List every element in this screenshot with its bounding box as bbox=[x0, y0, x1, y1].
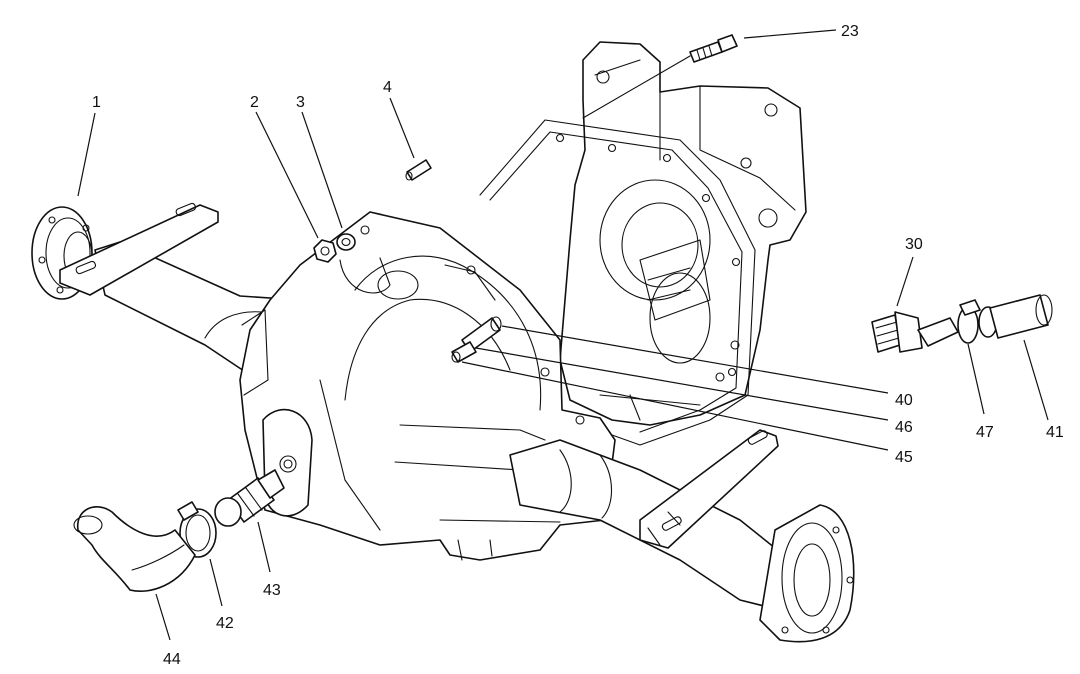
callout-4: 4 bbox=[383, 79, 392, 96]
elbow-hose-44 bbox=[73, 506, 196, 592]
callout-45: 45 bbox=[895, 449, 913, 466]
right-axle-tube bbox=[509, 429, 855, 643]
callout-46: 46 bbox=[895, 419, 913, 436]
callout-40: 40 bbox=[895, 392, 913, 409]
adapter-fitting-43 bbox=[214, 469, 285, 527]
callout-44: 44 bbox=[163, 651, 181, 668]
callout-23: 23 bbox=[841, 23, 859, 40]
callout-47: 47 bbox=[976, 424, 994, 441]
callout-30: 30 bbox=[905, 236, 923, 253]
hose-clamp-42 bbox=[177, 501, 217, 558]
callout-41: 41 bbox=[1046, 424, 1064, 441]
callout-2: 2 bbox=[250, 94, 259, 111]
callout-3: 3 bbox=[296, 94, 305, 111]
elbow-fitting-30 bbox=[871, 311, 959, 353]
hose-41 bbox=[978, 294, 1053, 339]
washer-3 bbox=[336, 233, 356, 251]
fill-plugs-40-46 bbox=[451, 316, 502, 363]
callout-43: 43 bbox=[263, 582, 281, 599]
dowel-pin-4 bbox=[405, 159, 432, 181]
callout-1: 1 bbox=[92, 94, 101, 111]
bolt-23 bbox=[582, 34, 738, 119]
rear-housing-half bbox=[559, 41, 807, 426]
callout-42: 42 bbox=[216, 615, 234, 632]
hose-clamp-47 bbox=[957, 299, 981, 344]
callout-labels: 1 2 3 4 23 30 40 46 45 47 41 43 42 44 bbox=[92, 23, 1064, 668]
nut-2 bbox=[313, 239, 337, 263]
leader-lines bbox=[77, 29, 1049, 641]
